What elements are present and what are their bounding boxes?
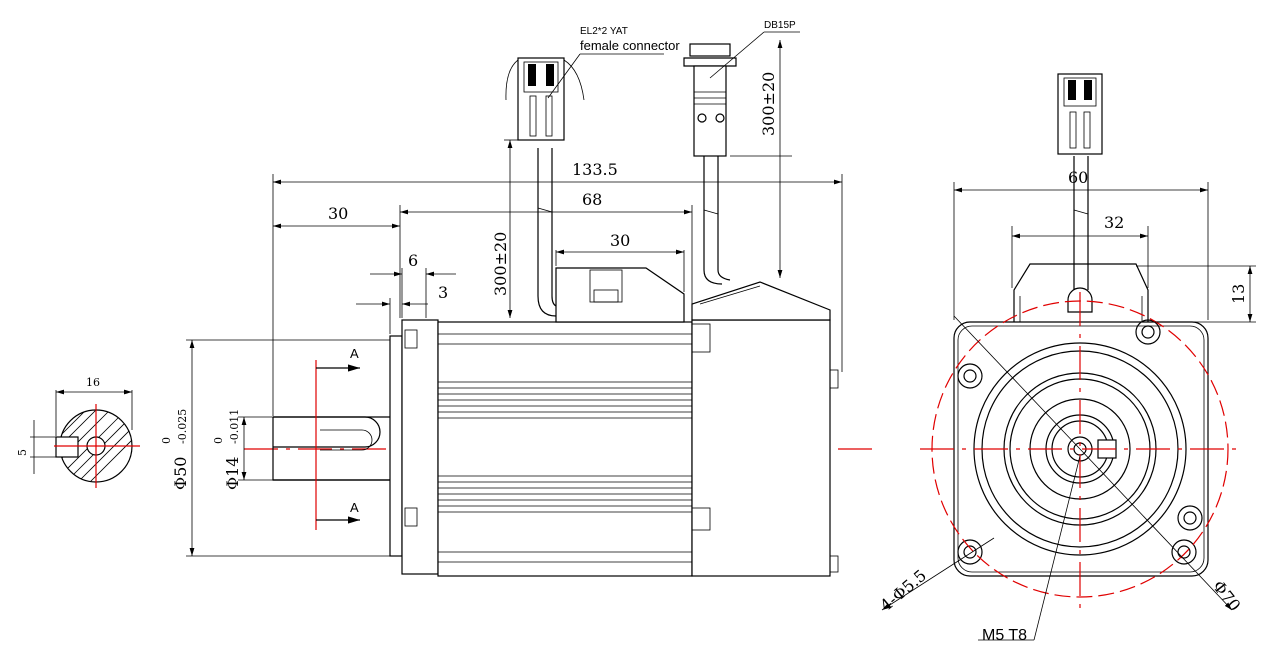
overall-length-label: 133.5 [572, 160, 618, 179]
power-cable-length-label: 300±20 [491, 232, 510, 296]
section-mark-bottom: A [350, 500, 359, 515]
top-box-length-label: 30 [610, 231, 630, 250]
key-height-label: 5 [16, 449, 29, 456]
front-view: 60 32 13 4-Φ5.5 Φ70 M5 T8 [876, 73, 1256, 644]
section-mark-top: A [350, 346, 359, 361]
bolt-circle-label: Φ70 [1209, 577, 1245, 615]
bolt-holes-label: 4-Φ5.5 [876, 566, 930, 615]
shaft-dia-label: Φ14 [223, 457, 242, 490]
flange-size-label: 60 [1068, 168, 1088, 187]
box-height-label: 13 [1229, 284, 1248, 304]
encoder-cable-length-label: 300±20 [759, 72, 778, 136]
pilot-tol-lower: -0.025 [176, 409, 189, 444]
shaft-length-label: 30 [328, 204, 348, 223]
shaft-tol-lower: -0.011 [228, 409, 241, 444]
thread-label: M5 T8 [982, 627, 1027, 644]
key-width-label: 16 [86, 376, 100, 389]
pilot-tol-upper: 0 [160, 437, 173, 444]
side-view: A A 133.5 68 30 30 6 3 300±20 [160, 20, 880, 577]
pilot-depth-label: 3 [438, 283, 448, 302]
power-connector-name: female connector [580, 38, 680, 53]
flange-thickness-label: 6 [408, 251, 418, 270]
section-view: 16 5 [16, 376, 140, 488]
box-width-label: 32 [1104, 213, 1124, 232]
power-connector-spec: EL2*2 YAT [580, 26, 628, 37]
encoder-connector-label: DB15P [764, 20, 796, 31]
pilot-dia-label: Φ50 [171, 457, 190, 490]
shaft-tol-upper: 0 [212, 437, 225, 444]
body-length-label: 68 [582, 190, 602, 209]
